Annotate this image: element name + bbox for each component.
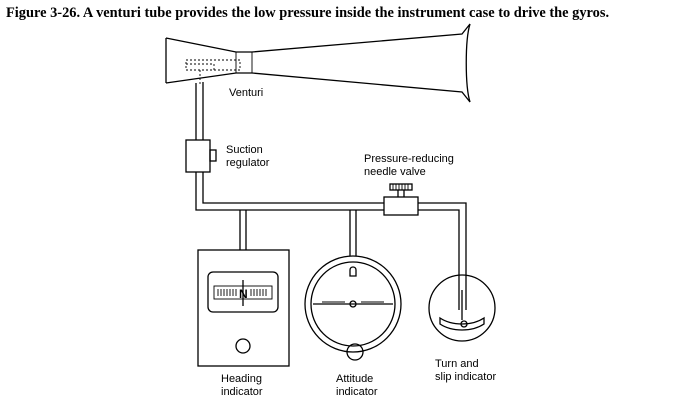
heading-indicator-label-line2: indicator (221, 386, 263, 398)
suction-regulator (185, 139, 217, 173)
attitude-indicator-label-line2: indicator (336, 386, 378, 398)
heading-indicator (197, 249, 290, 367)
needle-valve-label-line2: needle valve (364, 166, 426, 178)
suction-line-upper (195, 82, 204, 140)
venturi-label: Venturi (229, 87, 263, 99)
suction-regulator-label-line1: Suction (226, 144, 263, 156)
heading-card-letter: N (239, 287, 248, 301)
figure-caption: Figure 3-26. A venturi tube provides the… (6, 5, 610, 21)
venturi-tube (165, 23, 471, 103)
heading-indicator-label-line1: Heading (221, 373, 262, 385)
turn-slip-indicator (428, 274, 496, 342)
turn-slip-indicator-label-line1: Turn and (435, 358, 479, 370)
attitude-indicator-label-line1: Attitude (336, 373, 373, 385)
needle-valve (383, 183, 419, 216)
suction-regulator-label-line2: regulator (226, 157, 270, 169)
attitude-indicator (304, 255, 402, 361)
turn-slip-indicator-label-line2: slip indicator (435, 371, 496, 383)
vacuum-manifold (195, 172, 467, 275)
needle-valve-label-line1: Pressure-reducing (364, 153, 454, 165)
